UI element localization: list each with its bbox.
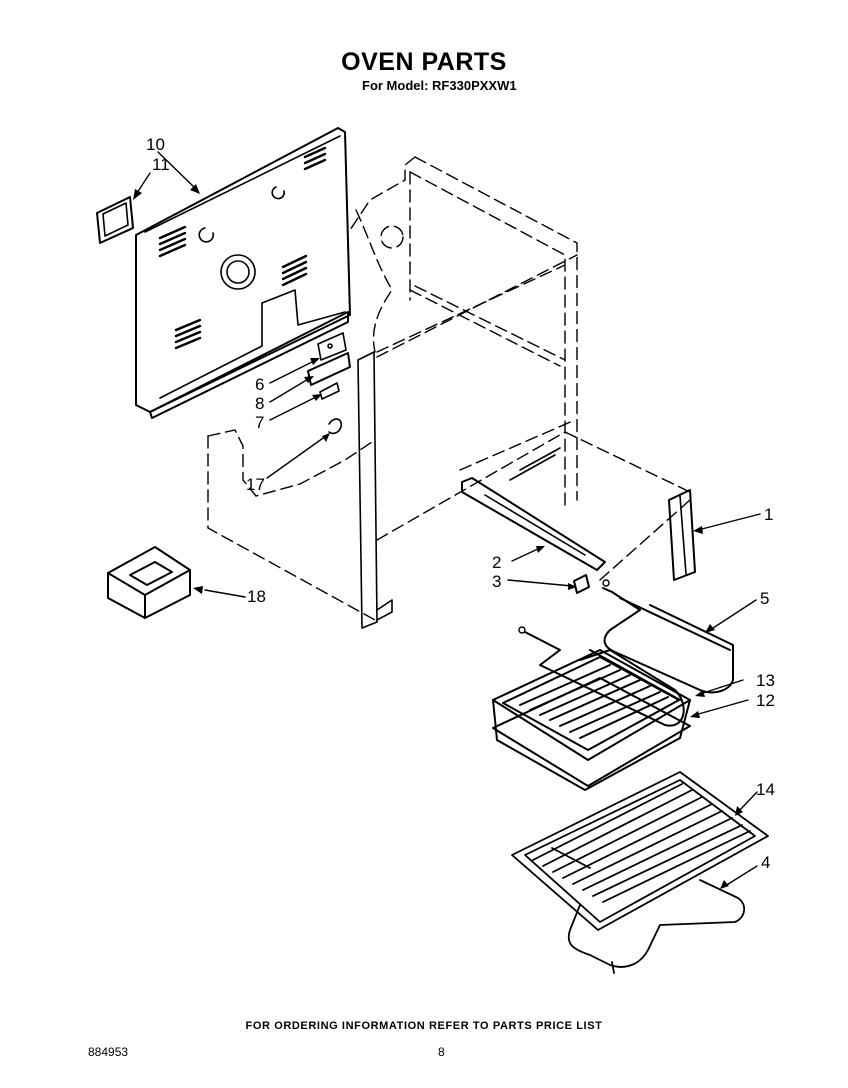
cover-box-part-18 (107, 546, 191, 619)
callout-labels: 10 11 6 8 7 17 1 2 3 18 5 13 12 14 4 (146, 135, 775, 872)
callout-14: 14 (756, 780, 775, 799)
block-part-8 (307, 352, 351, 386)
clip-part-17 (328, 418, 343, 435)
callout-11: 11 (152, 155, 170, 174)
callout-12: 12 (756, 691, 775, 710)
oven-cavity-frame (207, 156, 691, 621)
callout-8: 8 (255, 394, 264, 413)
leader-arrowheads (133, 184, 743, 889)
ordering-note: FOR ORDERING INFORMATION REFER TO PARTS … (245, 1020, 603, 1032)
leader-lines (134, 151, 761, 887)
trim-part-1 (668, 489, 696, 581)
callout-17: 17 (246, 475, 265, 494)
callout-10: 10 (146, 135, 165, 154)
rack-frame-part-4 (567, 879, 745, 974)
gasket-part-11 (96, 196, 134, 244)
rear-panel-part-10 (135, 127, 351, 419)
rail-part-2 (461, 447, 606, 571)
bracket-part-6 (317, 332, 347, 361)
broil-element-part-5 (602, 579, 734, 694)
document-number: 884953 (88, 1045, 129, 1059)
clip-part-3 (573, 574, 590, 594)
page-number: 8 (438, 1045, 445, 1059)
model-subtitle: For Model: RF330PXXW1 (362, 78, 517, 93)
callout-7: 7 (255, 413, 264, 432)
callout-5: 5 (760, 589, 769, 608)
oven-side-panel (357, 351, 393, 629)
callout-2: 2 (492, 553, 501, 572)
callout-18: 18 (247, 587, 266, 606)
callout-13: 13 (756, 671, 775, 690)
page-title: OVEN PARTS (341, 48, 507, 76)
callout-3: 3 (492, 572, 501, 591)
callout-4: 4 (761, 853, 770, 872)
screw-part-7 (319, 382, 340, 400)
callout-1: 1 (764, 505, 773, 524)
callout-6: 6 (255, 375, 264, 394)
oven-rack-part-14 (511, 771, 769, 931)
broiler-pan-part-12 (492, 649, 691, 791)
